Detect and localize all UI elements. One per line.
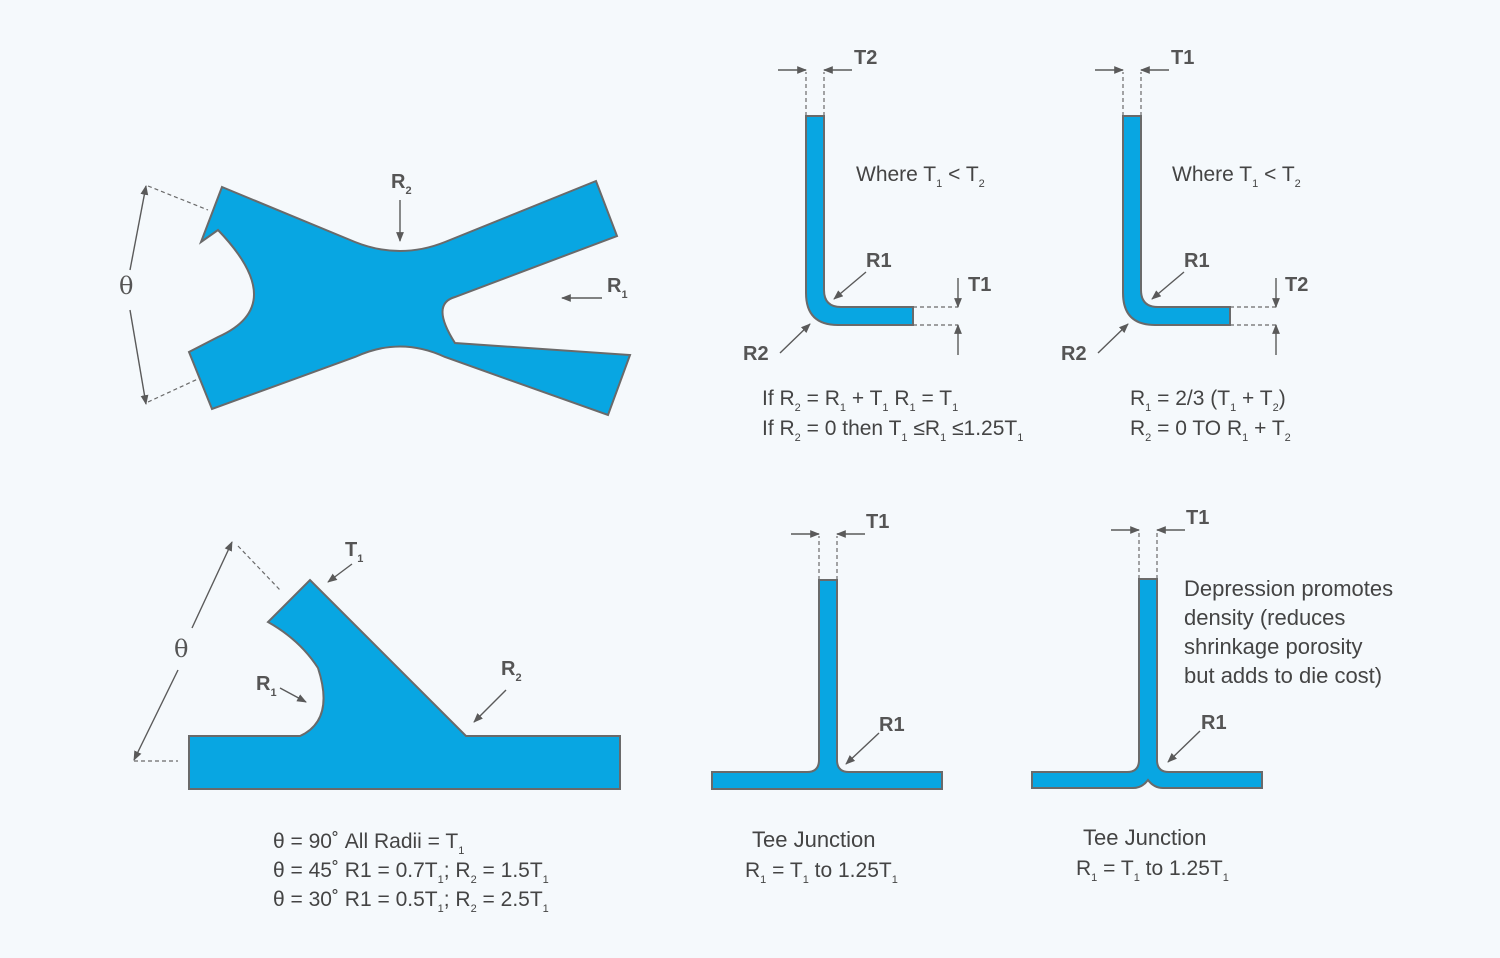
tee-b-note-line-3: shrinkage porosity bbox=[1184, 634, 1363, 659]
l-b-rule-2: R2 = 0 TO R1 + T2 bbox=[1130, 417, 1291, 444]
l-a-rule-1: If R2 = R1 + T1 R1 = T1 bbox=[762, 387, 958, 414]
x-r2-label: R2 bbox=[391, 171, 412, 197]
tee-b-figure: T1 Depression promotes density (reduces … bbox=[1031, 507, 1393, 884]
y-r2-leader bbox=[473, 689, 507, 723]
l-a-t2-label: T2 bbox=[854, 47, 877, 69]
x-junction-shape bbox=[187, 179, 632, 417]
y-r1-label: R1 bbox=[256, 673, 277, 699]
y-theta-ext-top bbox=[237, 545, 281, 591]
y-junction-figure: θ T1 R1 R2 θ = 90˚ All Radii = T1 θ = 45… bbox=[133, 539, 621, 915]
l-junction-a-figure: T2 Where T1 < T2 R1 T1 R2 If R2 = R1 + T… bbox=[743, 47, 1023, 444]
y-theta-label: θ bbox=[174, 635, 188, 663]
l-b-t1-label: T1 bbox=[1171, 47, 1194, 69]
y-junction-shape bbox=[188, 578, 621, 790]
l-b-r2-leader bbox=[1097, 323, 1129, 354]
x-theta-label: θ bbox=[119, 272, 133, 300]
tee-b-r1-leader bbox=[1167, 730, 1201, 763]
y-rule-3: θ = 30˚ R1 = 0.5T1; R2 = 2.5T1 bbox=[273, 888, 549, 915]
l-b-t2-label: T2 bbox=[1285, 274, 1308, 296]
tee-b-note-line-4: but adds to die cost) bbox=[1184, 663, 1382, 688]
l-junction-a-shape bbox=[805, 115, 914, 326]
tee-a-caption: Tee Junction bbox=[752, 827, 876, 852]
tee-b-rule: R1 = T1 to 1.25T1 bbox=[1076, 857, 1229, 884]
tee-b-shape bbox=[1031, 578, 1263, 789]
l-junction-b-figure: T1 Where T1 < T2 R1 T2 R2 R1 = 2/3 (T1 +… bbox=[1061, 47, 1308, 444]
tee-a-r1-label: R1 bbox=[879, 714, 905, 736]
y-rule-2: θ = 45˚ R1 = 0.7T1; R2 = 1.5T1 bbox=[273, 859, 549, 886]
tee-a-r1-leader bbox=[845, 732, 880, 765]
tee-b-r1-label: R1 bbox=[1201, 712, 1227, 734]
theta-arc-top bbox=[129, 185, 149, 271]
tee-b-t1-label: T1 bbox=[1186, 507, 1209, 529]
l-junction-b-shape bbox=[1122, 115, 1231, 326]
l-b-r2-label: R2 bbox=[1061, 343, 1087, 365]
l-a-r1-label: R1 bbox=[866, 250, 892, 272]
l-a-r2-leader bbox=[779, 323, 811, 354]
y-rule-1: θ = 90˚ All Radii = T1 bbox=[273, 830, 464, 857]
y-t1-leader bbox=[327, 563, 353, 583]
theta-arc-bottom bbox=[129, 309, 149, 405]
x-junction-figure: θ R2 R1 bbox=[119, 171, 632, 417]
theta-extension-bottom bbox=[147, 377, 201, 403]
x-r1-label: R1 bbox=[607, 275, 628, 301]
y-r1-leader bbox=[279, 687, 307, 703]
y-r2-label: R2 bbox=[501, 658, 522, 684]
l-a-t1-label: T1 bbox=[968, 274, 991, 296]
l-a-r2-label: R2 bbox=[743, 343, 769, 365]
y-t1-label: T1 bbox=[345, 539, 363, 565]
l-b-r1-label: R1 bbox=[1184, 250, 1210, 272]
tee-a-figure: T1 R1 Tee Junction R1 = T1 to 1.25T1 bbox=[711, 511, 943, 886]
y-theta-arc-bottom bbox=[133, 669, 179, 761]
y-theta-arc-top bbox=[191, 541, 233, 629]
l-a-rule-2: If R2 = 0 then T1 ≤R1 ≤1.25T1 bbox=[762, 417, 1023, 444]
l-b-rule-1: R1 = 2/3 (T1 + T2) bbox=[1130, 387, 1286, 414]
tee-b-note-line-1: Depression promotes bbox=[1184, 576, 1393, 601]
tee-a-rule: R1 = T1 to 1.25T1 bbox=[745, 859, 898, 886]
theta-extension-top bbox=[147, 185, 209, 211]
tee-a-t1-label: T1 bbox=[866, 511, 889, 533]
tee-a-shape bbox=[711, 579, 943, 790]
l-a-where-text: Where T1 < T2 bbox=[856, 163, 985, 190]
l-b-r1-leader bbox=[1151, 271, 1185, 300]
tee-b-caption: Tee Junction bbox=[1083, 825, 1207, 850]
l-a-r1-leader bbox=[833, 271, 867, 300]
tee-b-note-line-2: density (reduces bbox=[1184, 605, 1345, 630]
l-b-where-text: Where T1 < T2 bbox=[1172, 163, 1301, 190]
